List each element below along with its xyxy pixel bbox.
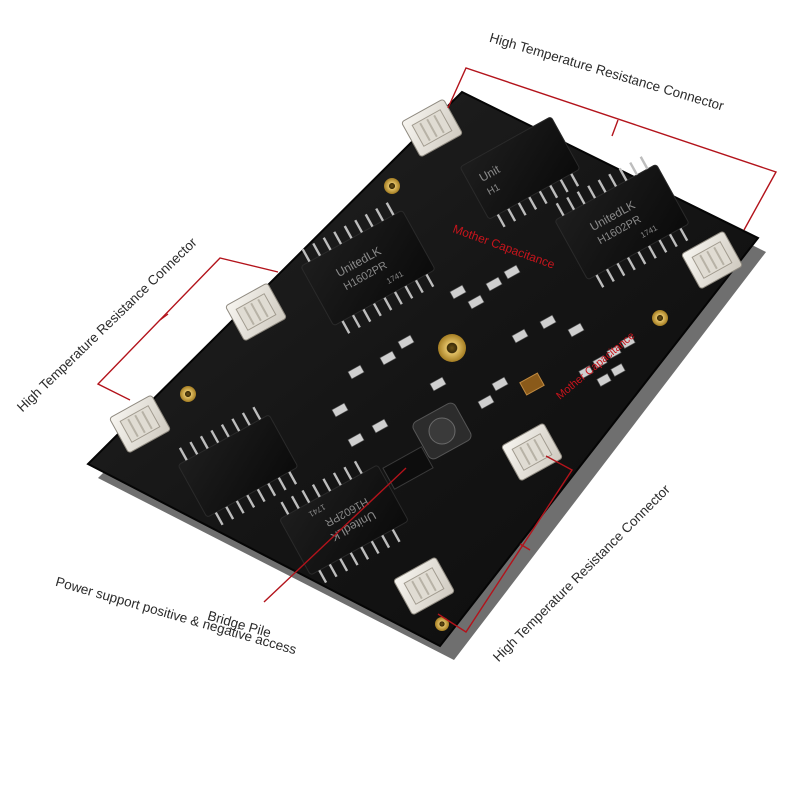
chip-bottom-center: UnitedLK H1602PR 1741	[280, 460, 408, 584]
chip-top-center: Unit H1	[460, 117, 580, 228]
board-features: UnitedLK H1602PR 1741 UnitedLK H1602PR 1…	[178, 117, 689, 631]
chip-top-left: UnitedLK H1602PR 1741	[301, 202, 435, 334]
leader-top-right	[447, 67, 778, 231]
connector-top	[401, 99, 463, 157]
mounting-hole-center	[438, 334, 466, 362]
leader-top-right-stem	[611, 119, 619, 137]
inductor	[412, 402, 472, 460]
leader-bottom-right-stem	[519, 543, 531, 551]
chip-bottom-left	[178, 406, 298, 526]
smd-diode	[519, 372, 545, 396]
leader-bottom-right	[437, 455, 574, 633]
leader-lines	[96, 67, 778, 633]
connector-bottom	[393, 557, 455, 615]
leader-left	[96, 257, 279, 401]
smd-components	[331, 264, 636, 448]
connector-left-upper	[225, 283, 287, 341]
leader-bridge-pile	[263, 467, 407, 603]
connector-left-lower	[109, 395, 171, 453]
connector-right	[681, 231, 743, 289]
mounting-hole-left	[180, 386, 196, 402]
mounting-hole-bottom	[435, 617, 449, 631]
connector-center-right	[501, 423, 563, 481]
mounting-hole-top-left	[384, 178, 400, 194]
chip-top-right: UnitedLK H1602PR 1741	[555, 156, 689, 288]
mounting-hole-right	[652, 310, 668, 326]
leader-left-stem	[159, 313, 169, 321]
